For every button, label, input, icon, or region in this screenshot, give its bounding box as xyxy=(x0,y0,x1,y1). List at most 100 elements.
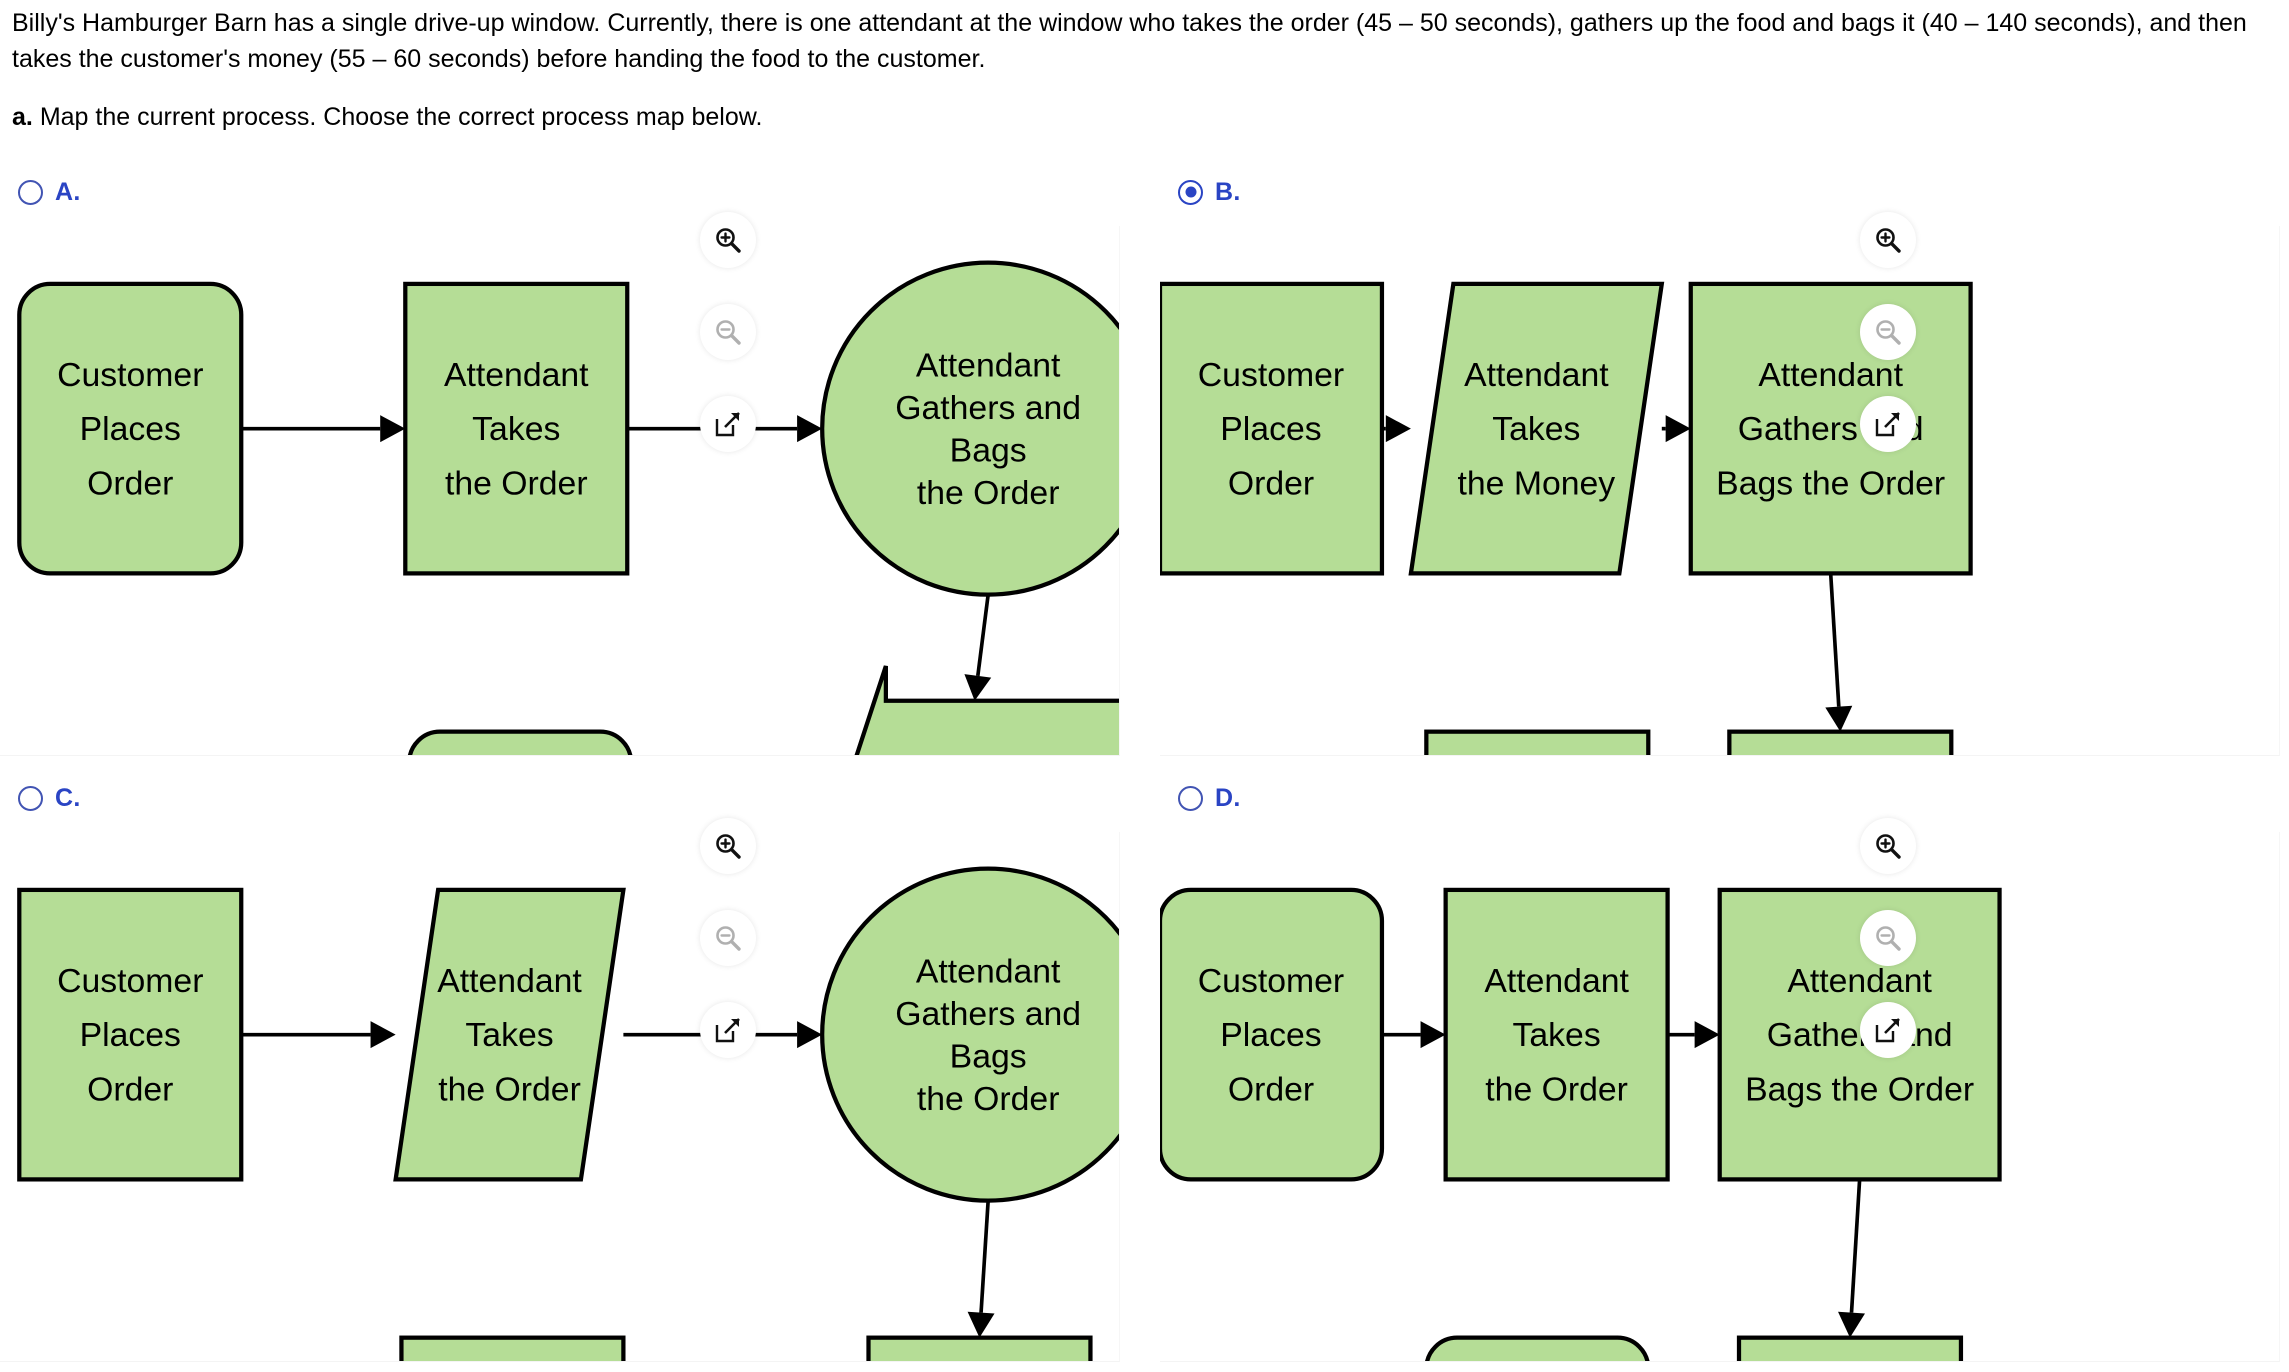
process-node-parallelogram xyxy=(1408,281,1665,576)
zoom-out-icon[interactable] xyxy=(700,910,756,966)
radio-option-c[interactable] xyxy=(18,785,43,811)
node-text-line: the Money xyxy=(1458,464,1616,502)
option-d-header[interactable]: D. xyxy=(1160,778,2289,818)
process-node-rounded-rect xyxy=(1425,1335,1650,1361)
option-a-icon-rail xyxy=(700,212,760,488)
node-text-line: Takes xyxy=(472,410,560,448)
zoom-out-icon[interactable] xyxy=(1860,910,1916,966)
node-text-line: Bags the Order xyxy=(1745,1070,1974,1108)
process-node-rect xyxy=(1736,1335,1964,1361)
process-node-rect xyxy=(17,887,244,1182)
open-in-new-window-icon[interactable] xyxy=(1860,1002,1916,1058)
zoom-in-icon[interactable] xyxy=(1860,212,1916,268)
node-text-line: the Order xyxy=(438,1070,581,1108)
node-text-line: Places xyxy=(1220,1016,1321,1054)
node-text-line: Bags xyxy=(950,431,1027,469)
node-text-line: Customer xyxy=(1198,356,1344,394)
part-label: a. xyxy=(12,103,33,131)
radio-option-a[interactable] xyxy=(18,179,43,205)
process-node-rect xyxy=(399,1335,626,1361)
node-text-line: Takes xyxy=(465,1016,553,1054)
process-node-parallelogram xyxy=(393,887,626,1182)
flow-arrow xyxy=(1661,415,1691,443)
flow-arrow xyxy=(241,415,406,443)
flow-arrow xyxy=(1825,573,1853,732)
process-node-rect xyxy=(1160,281,1385,576)
zoom-in-icon[interactable] xyxy=(700,818,756,874)
node-text-line: Gathers and xyxy=(895,389,1081,427)
option-c-icon-rail xyxy=(700,818,760,1094)
flow-arrow xyxy=(1838,1179,1865,1338)
open-in-new-window-icon[interactable] xyxy=(700,1002,756,1058)
zoom-out-icon[interactable] xyxy=(700,304,756,360)
node-text-line: Attendant xyxy=(1484,962,1629,1000)
node-text-line: Customer xyxy=(57,962,203,1000)
node-text-line: Takes xyxy=(1513,1016,1601,1054)
node-text-line: Order xyxy=(1228,1070,1314,1108)
part-prompt: Map the current process. Choose the corr… xyxy=(39,103,763,131)
process-node-rect xyxy=(1727,729,1954,755)
question-part-a: a. Map the current process. Choose the c… xyxy=(12,100,2012,136)
radio-option-d[interactable] xyxy=(1178,785,1203,811)
node-text-line: the Order xyxy=(1485,1070,1628,1108)
node-text-line: Attendant xyxy=(437,962,582,1000)
option-b-icon-rail xyxy=(1860,212,1920,488)
option-d-icon-rail xyxy=(1860,818,1920,1094)
node-text-line: Places xyxy=(80,410,181,448)
node-text-line: the Order xyxy=(917,1080,1060,1118)
node-text-line: Places xyxy=(1220,410,1321,448)
open-in-new-window-icon[interactable] xyxy=(1860,396,1916,452)
option-a-header[interactable]: A. xyxy=(0,172,1145,212)
option-d-letter: D. xyxy=(1215,783,1241,812)
node-text-line: Bags xyxy=(950,1037,1027,1075)
open-in-new-window-icon[interactable] xyxy=(700,396,756,452)
node-text-line: Customer xyxy=(1198,962,1344,1000)
option-c-header[interactable]: C. xyxy=(0,778,1145,818)
node-text-line: Order xyxy=(87,464,173,502)
problem-statement: Billy's Hamburger Barn has a single driv… xyxy=(12,9,2247,73)
process-node-rect xyxy=(1688,281,1973,576)
node-text-line: Attendant xyxy=(1758,356,1903,394)
option-a-letter: A. xyxy=(55,177,81,206)
flow-arrow xyxy=(1667,1021,1720,1049)
node-text-line: Bags the Order xyxy=(1716,464,1945,502)
process-node-rect xyxy=(1717,887,2002,1182)
node-text-line: Attendant xyxy=(916,953,1061,991)
process-node-rect xyxy=(403,281,630,576)
zoom-in-icon[interactable] xyxy=(700,212,756,268)
node-text-line: Takes xyxy=(1492,410,1580,448)
node-text-line: Order xyxy=(1228,464,1314,502)
flow-arrow xyxy=(1381,1021,1446,1049)
zoom-out-icon[interactable] xyxy=(1860,304,1916,360)
node-text-line: Attendant xyxy=(1787,962,1932,1000)
node-text-line: Places xyxy=(80,1016,181,1054)
option-b-header[interactable]: B. xyxy=(1160,172,2289,212)
node-text-line: Gathers and xyxy=(895,995,1081,1033)
node-text-line: Attendant xyxy=(916,347,1061,385)
zoom-in-icon[interactable] xyxy=(1860,818,1916,874)
process-node-rect xyxy=(1443,887,1670,1182)
process-node-rounded-rect xyxy=(17,281,244,576)
radio-option-b[interactable] xyxy=(1178,179,1203,205)
node-text-line: Attendant xyxy=(1464,356,1609,394)
option-c-letter: C. xyxy=(55,783,81,812)
process-node-rounded-rect xyxy=(1160,887,1385,1182)
process-node-circle xyxy=(820,260,1119,597)
node-text-line: Order xyxy=(87,1070,173,1108)
process-node-rect xyxy=(866,1335,1093,1361)
node-text-line: Gathers and xyxy=(1767,1016,1953,1054)
